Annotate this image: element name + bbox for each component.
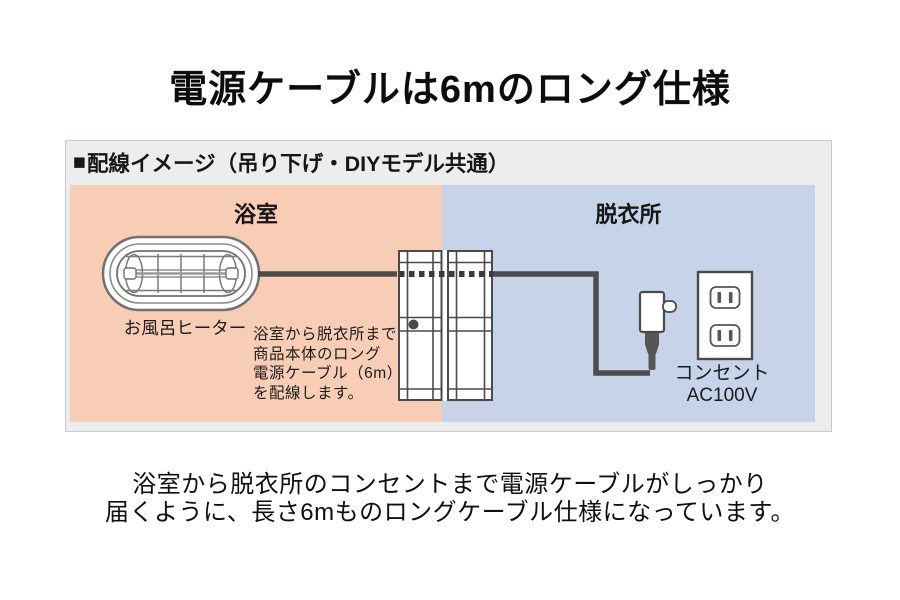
page-title: 電源ケーブルは6mのロング仕様 bbox=[169, 69, 731, 111]
bath-heater-label: お風呂ヒーター bbox=[123, 318, 247, 338]
diagram-title: 配線イメージ（吊り下げ・DIYモデル共通） bbox=[87, 152, 510, 176]
wiring-diagram-panel: ■ 配線イメージ（吊り下げ・DIYモデル共通） 浴室 脱衣所 お風呂ヒーター 浴… bbox=[65, 140, 832, 432]
outlet-label-line2: AC100V bbox=[686, 385, 758, 406]
diagram-header: ■ 配線イメージ（吊り下げ・DIYモデル共通） bbox=[73, 147, 509, 178]
outlet-label: コンセント AC100V bbox=[662, 363, 782, 407]
dressing-room-label: 脱衣所 bbox=[595, 202, 662, 227]
square-bullet-icon: ■ bbox=[73, 150, 86, 174]
bathroom-label: 浴室 bbox=[233, 202, 278, 227]
rooms-area: 浴室 脱衣所 お風呂ヒーター 浴室から脱衣所まで 商品本体のロング 電源ケーブル… bbox=[70, 185, 815, 422]
bottom-caption: 浴室から脱衣所のコンセントまで電源ケーブルがしっかり 届くように、長さ6mものロ… bbox=[104, 471, 796, 526]
wiring-note: 浴室から脱衣所まで 商品本体のロング 電源ケーブル（6m） を配線します。 bbox=[253, 326, 403, 402]
outlet-label-line1: コンセント bbox=[674, 363, 770, 384]
